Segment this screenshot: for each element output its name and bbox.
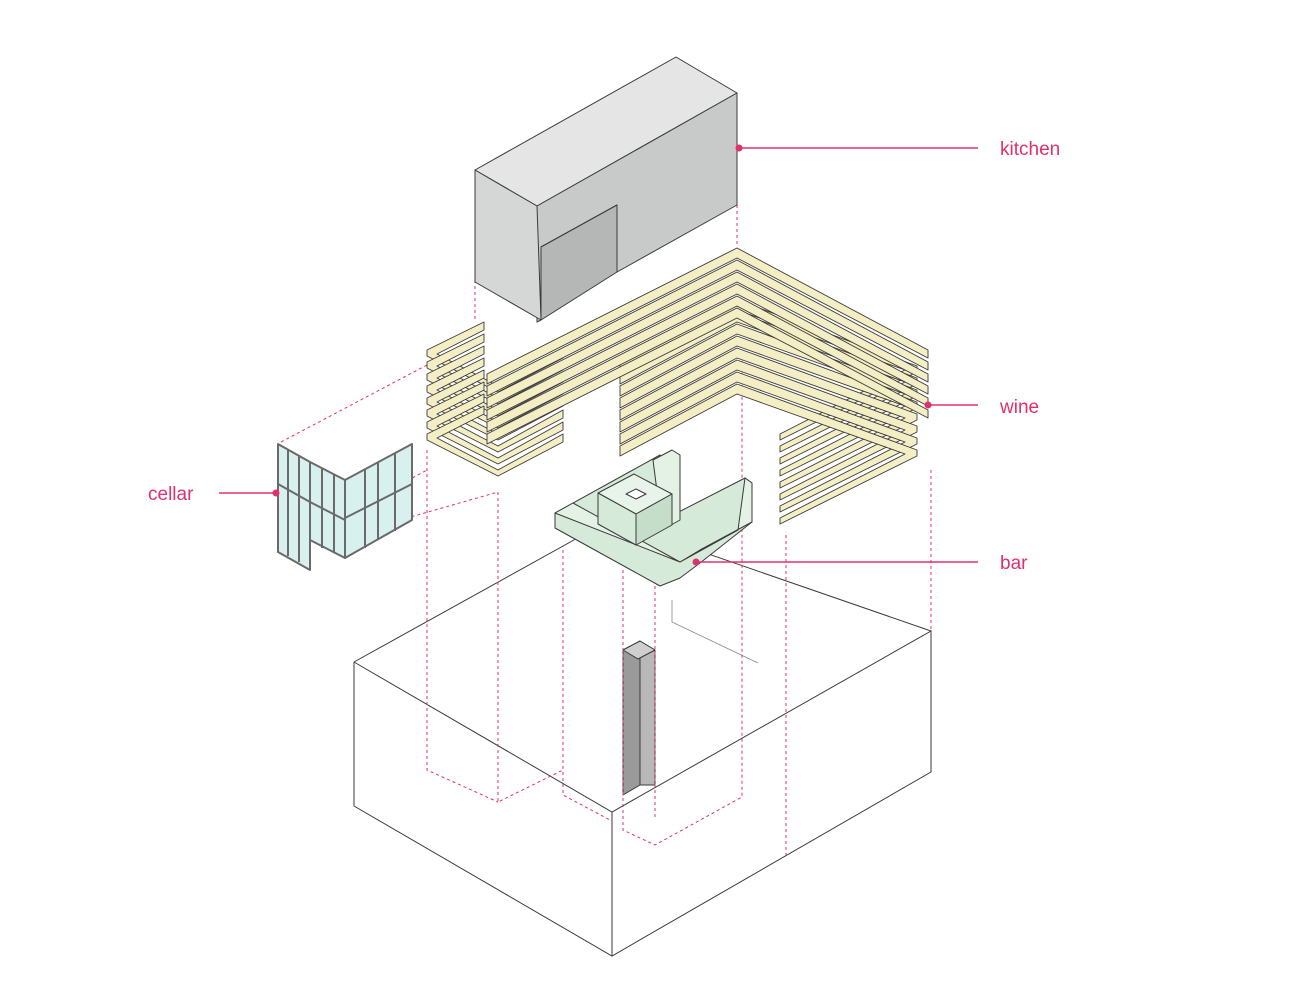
cellar-transom (277, 483, 311, 503)
wine-slat-back (486, 259, 929, 397)
kitchen-opening (540, 204, 618, 321)
wine-slat-right (619, 347, 918, 489)
wine-slat-right (619, 335, 918, 477)
cellar-label: cellar (148, 484, 194, 505)
cellar-panel-left (277, 443, 311, 571)
wine-slat-back (486, 283, 929, 421)
projection-line (622, 360, 743, 846)
wine-slat-right (619, 359, 918, 501)
kitchen-label: kitchen (1000, 139, 1060, 160)
column-top (622, 640, 656, 660)
wine-slat-left (426, 393, 564, 465)
wine-slat-right (619, 371, 918, 513)
cellar-transom (344, 483, 413, 519)
projection-line (426, 450, 499, 803)
bar-leader-dot (692, 558, 700, 566)
cellar-glass-wall (277, 443, 413, 571)
cellar-leader-dot (272, 489, 280, 497)
structural-column (622, 640, 656, 796)
kitchen-leader-dot (735, 144, 743, 152)
room-inner-line (671, 600, 759, 664)
column-side (639, 640, 656, 786)
wine-slat-back (486, 271, 929, 409)
cellar-transom (309, 501, 346, 521)
wine-leader-dot (924, 401, 932, 409)
wine-slat-right (619, 383, 918, 525)
wine-slat-left (426, 381, 564, 453)
wine-slat-back (486, 247, 929, 385)
wine-slat-left (426, 405, 564, 477)
bar-island-side (635, 493, 673, 546)
bar-counter (554, 449, 753, 587)
wine-label: wine (999, 397, 1039, 418)
room-volume (353, 519, 933, 957)
projection-line (399, 491, 499, 521)
column-front (622, 640, 641, 796)
wine-slat-back (486, 307, 929, 445)
label-leaders (219, 144, 978, 566)
kitchen-block (474, 56, 738, 323)
wine-shelving (426, 247, 929, 525)
bar-label: bar (1000, 553, 1028, 574)
projection-line (280, 364, 428, 443)
bar-sink (625, 488, 647, 500)
projection-line (562, 550, 611, 821)
projection-line (497, 492, 564, 803)
